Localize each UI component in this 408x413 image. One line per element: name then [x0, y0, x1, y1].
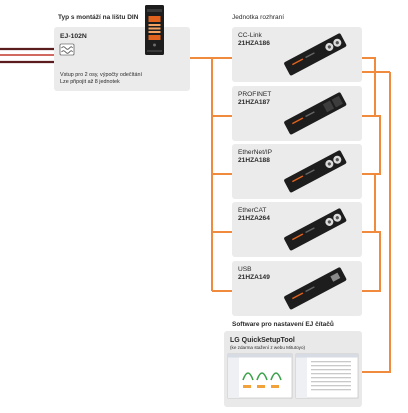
- interface-code: 21HZA187: [238, 99, 270, 106]
- interface-name: USB: [238, 266, 252, 273]
- interface-name: EtherNet/IP: [238, 149, 273, 156]
- input-cables: [0, 47, 54, 64]
- main-unit-desc-2: Lze připojit až 8 jednotek: [60, 79, 120, 85]
- interface-code: 21HZA188: [238, 157, 270, 164]
- main-unit-card: EJ-102N Vstup pro 2 osy, výpočty odečítá…: [54, 27, 190, 91]
- waveform-icon: [59, 43, 75, 56]
- din-caption: Typ s montáží na lištu DIN: [58, 14, 139, 21]
- interface-name: CC-Link: [238, 32, 263, 39]
- interface-card-usb: USB 21HZA149: [232, 261, 362, 316]
- cc-link-module-image: [284, 33, 347, 76]
- ej102n-device-image: [145, 5, 164, 55]
- software-caption: Software pro nastavení EJ čítačů: [232, 320, 334, 328]
- ethernet-ip-module-image: [284, 150, 347, 193]
- interface-code: 21HZA186: [238, 40, 270, 47]
- usb-module-image: [284, 267, 347, 310]
- interface-code: 21HZA149: [238, 274, 270, 281]
- interface-name: EtherCAT: [238, 207, 266, 214]
- software-note: (ke zdarma stažení z webu Mitutoyo): [230, 345, 306, 350]
- interface-card-profinet: PROFINET 21HZA187: [232, 86, 362, 141]
- main-unit-desc-1: Vstup pro 2 osy, výpočty odečítání: [60, 72, 143, 78]
- connection-lines: [190, 57, 391, 373]
- software-screenshot-1: [227, 353, 293, 399]
- interface-caption: Jednotka rozhraní: [232, 14, 284, 21]
- main-unit-model: EJ-102N: [60, 33, 87, 40]
- ethercat-module-image: [284, 208, 347, 251]
- profinet-module-image: [284, 92, 347, 135]
- interface-card-ethernet-ip: EtherNet/IP 21HZA188: [232, 144, 362, 199]
- interface-card-ethercat: EtherCAT 21HZA264: [232, 202, 362, 257]
- interface-card-cc-link: CC-Link 21HZA186: [232, 27, 362, 82]
- interface-name: PROFINET: [238, 91, 271, 98]
- interface-code: 21HZA264: [238, 215, 270, 222]
- software-name: LG QuickSetupTool: [230, 337, 295, 344]
- software-card: LG QuickSetupTool (ke zdarma stažení z w…: [224, 331, 362, 407]
- software-screenshot-2: [295, 353, 359, 399]
